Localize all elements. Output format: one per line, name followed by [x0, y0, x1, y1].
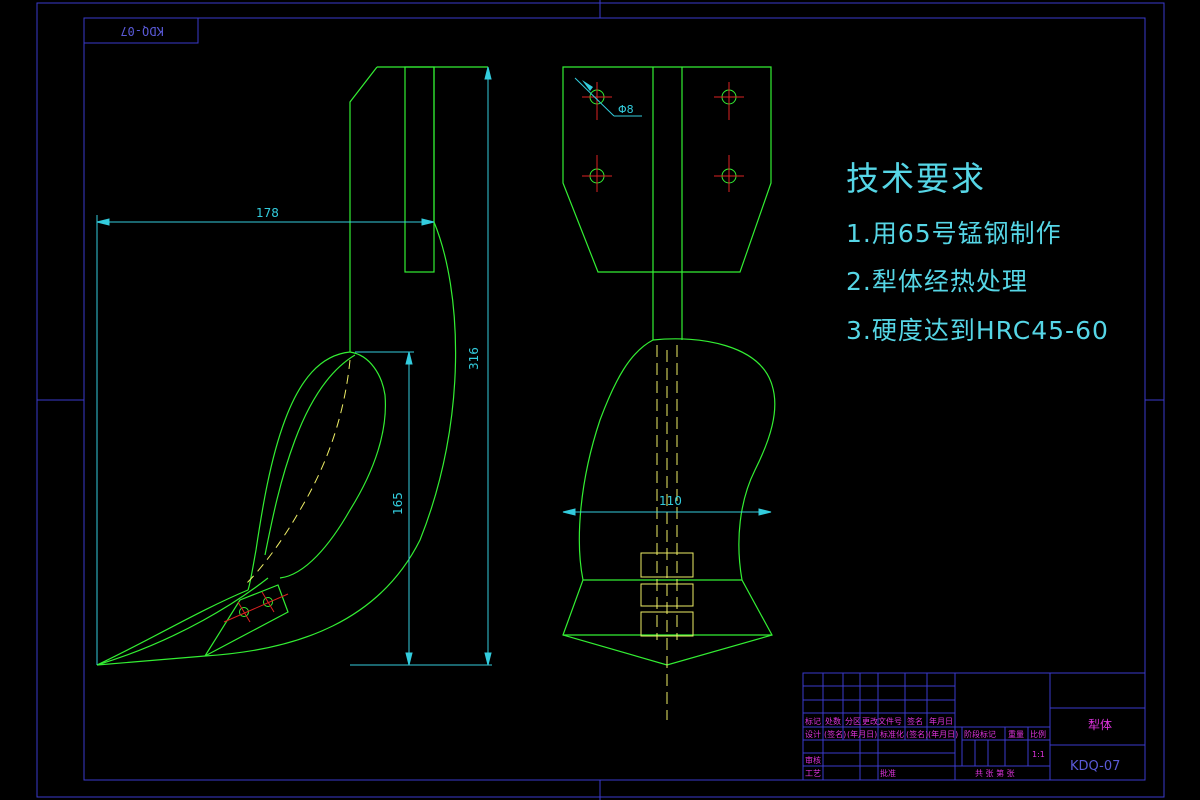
side-view-dimensions — [96, 66, 492, 666]
side-view-holes — [223, 591, 289, 623]
tb-standard-date: (年月日) — [928, 729, 958, 739]
tb-sign: 签名 — [907, 716, 923, 726]
tb-part-name: 犁体 — [1088, 718, 1112, 732]
tb-zone: 分区 — [845, 717, 861, 726]
front-view-dimensions — [562, 508, 772, 516]
title-block-text: 标记 处数 分区 更改文件号 签名 年月日 设计 (签名) (年月日) 标准化 … — [805, 716, 1112, 778]
dim-178-label: 178 — [256, 206, 279, 220]
corner-drawing-code: KDQ-07 — [120, 24, 164, 38]
tb-weight: 重量 — [1008, 729, 1024, 739]
tb-drawing-no: KDQ-07 — [1070, 759, 1120, 774]
tb-design: 设计 — [805, 729, 821, 739]
tb-process: 工艺 — [805, 769, 821, 778]
tb-sheets: 共 张 第 张 — [975, 768, 1015, 778]
tech-requirements-title: 技术要求 — [846, 159, 986, 198]
drawing-frame — [36, 0, 1165, 800]
tb-design-date: (年月日) — [847, 729, 877, 739]
side-view-hidden-lines — [244, 359, 351, 586]
tb-mark: 标记 — [805, 716, 821, 726]
tb-design-sign: (签名) — [824, 729, 846, 739]
tb-standard-sign: (签名) — [906, 729, 928, 739]
dim-165-label: 165 — [391, 492, 405, 515]
tb-date: 年月日 — [929, 716, 953, 726]
front-view-holes — [574, 77, 744, 192]
tb-count: 处数 — [825, 716, 841, 726]
tech-requirement-1: 1.用65号锰钢制作 — [846, 219, 1062, 248]
front-view-centerline — [656, 345, 678, 720]
title-block-grid — [802, 672, 1146, 781]
tb-approve: 批准 — [880, 768, 896, 778]
side-view-outline — [96, 66, 488, 666]
tb-review: 审核 — [805, 755, 821, 765]
tech-requirement-3: 3.硬度达到HRC45-60 — [846, 316, 1109, 345]
tb-scale-value: 1:1 — [1032, 750, 1045, 759]
dim-hole-dia-label: Φ8 — [618, 103, 634, 116]
tech-requirement-2: 2.犁体经热处理 — [846, 267, 1028, 296]
tb-standard: 标准化 — [880, 729, 904, 739]
front-view-bolt-detail — [640, 552, 694, 637]
tb-stage: 阶段标记 — [964, 729, 996, 739]
dim-316-label: 316 — [467, 347, 481, 370]
dim-110-label: 110 — [659, 494, 682, 508]
front-view-outline — [562, 66, 776, 666]
tb-change-doc: 更改文件号 — [862, 716, 902, 726]
tb-scale: 比例 — [1030, 729, 1046, 739]
